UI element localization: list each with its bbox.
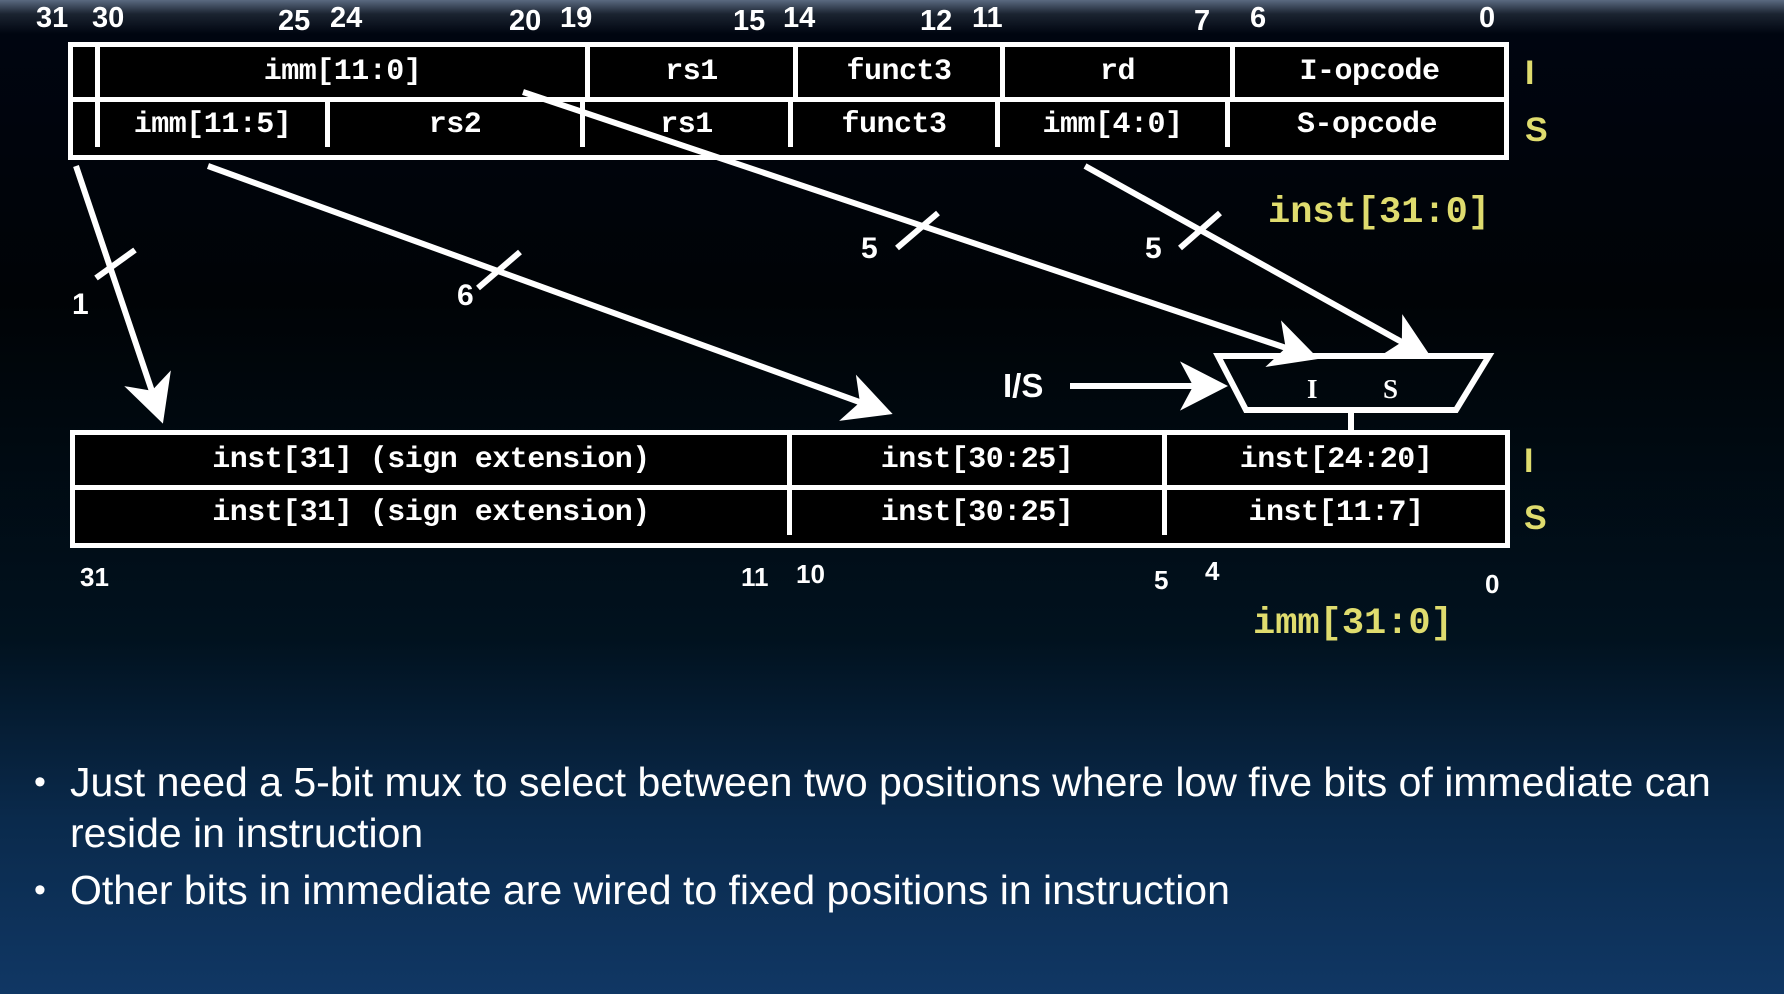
inst-s-rs2-cell: rs2 <box>325 102 580 147</box>
instruction-row-i: imm[11:0] rs1 funct3 rd I-opcode <box>73 47 1504 97</box>
bit-label: 25 <box>278 5 311 37</box>
wire-width-5-a: 5 <box>861 232 878 265</box>
bit-label: 5 <box>1154 565 1169 595</box>
imm-i-low-cell: inst[24:20] <box>1162 435 1505 485</box>
inst-s-immlo-cell: imm[4:0] <box>995 102 1225 147</box>
bit-label: 0 <box>1479 2 1496 34</box>
inst-s-funct3-cell: funct3 <box>788 102 995 147</box>
imm-s-low-cell: inst[11:7] <box>1162 490 1505 535</box>
bullet-item: • Other bits in immediate are wired to f… <box>34 865 1774 916</box>
bit-label: 11 <box>972 2 1003 34</box>
bit-label: 20 <box>509 5 542 37</box>
bit-label: 7 <box>1194 5 1211 37</box>
bit-label: 15 <box>733 5 766 37</box>
bit-label: 31 <box>36 2 69 34</box>
instruction-row-label-i: I <box>1525 54 1535 92</box>
inst-i-funct3-cell: funct3 <box>793 47 1000 97</box>
bit-label: 6 <box>1250 2 1267 34</box>
bit-label: 24 <box>330 2 363 34</box>
immediate-row-i: inst[31] (sign extension) inst[30:25] in… <box>75 435 1505 485</box>
bit-label: 0 <box>1485 569 1500 599</box>
instruction-format-table: imm[11:0] rs1 funct3 rd I-opcode imm[11:… <box>68 42 1509 160</box>
wire-width-1: 1 <box>72 288 89 321</box>
bullet-text: Just need a 5-bit mux to select between … <box>70 759 1711 856</box>
inst-s-bit31-cell <box>73 102 95 147</box>
inst-i-opcode-cell: I-opcode <box>1230 47 1504 97</box>
immediate-row-label-s: S <box>1524 499 1547 537</box>
immediate-format-table: inst[31] (sign extension) inst[30:25] in… <box>70 430 1510 548</box>
immediate-row-label-i: I <box>1524 442 1534 480</box>
bit-label: 19 <box>560 2 593 34</box>
mux-port-s-label: S <box>1383 374 1399 404</box>
bullet-marker: • <box>34 871 46 909</box>
bit-label: 11 <box>741 562 769 592</box>
bullet-marker: • <box>34 763 46 801</box>
bit-label: 10 <box>796 559 825 589</box>
imm-s-3025-cell: inst[30:25] <box>787 490 1162 535</box>
inst-i-bit31-cell <box>73 47 95 97</box>
immediate-row-s: inst[31] (sign extension) inst[30:25] in… <box>75 485 1505 535</box>
bullet-item: • Just need a 5-bit mux to select betwee… <box>34 757 1774 859</box>
inst-s-opcode-cell: S-opcode <box>1225 102 1504 147</box>
mux-trapezoid <box>1213 353 1495 413</box>
instruction-bus-caption: inst[31:0] <box>1268 192 1491 234</box>
wire-width-5-b: 5 <box>1145 232 1162 265</box>
wire-sign-extension <box>73 165 171 424</box>
bit-label: 31 <box>80 562 109 592</box>
instruction-row-label-s: S <box>1525 111 1548 149</box>
immediate-bus-caption: imm[31:0] <box>1253 603 1453 645</box>
wire-imm-high-6bit <box>206 163 893 421</box>
inst-i-rd-cell: rd <box>1000 47 1230 97</box>
bit-label: 12 <box>920 5 953 37</box>
bit-label: 4 <box>1205 556 1220 586</box>
inst-s-immhi-cell: imm[11:5] <box>95 102 325 147</box>
inst-i-imm-cell: imm[11:0] <box>95 47 585 97</box>
imm-i-3025-cell: inst[30:25] <box>787 435 1162 485</box>
mux-select-label: I/S <box>1003 367 1044 404</box>
imm-s-signext-cell: inst[31] (sign extension) <box>75 490 787 535</box>
inst-s-rs1-cell: rs1 <box>580 102 788 147</box>
wire-width-6: 6 <box>457 279 474 312</box>
bullet-list: • Just need a 5-bit mux to select betwee… <box>34 757 1774 922</box>
imm-i-signext-cell: inst[31] (sign extension) <box>75 435 787 485</box>
inst-i-rs1-cell: rs1 <box>585 47 793 97</box>
bit-label: 14 <box>783 2 816 34</box>
bullet-text: Other bits in immediate are wired to fix… <box>70 867 1230 913</box>
instruction-row-s: imm[11:5] rs2 rs1 funct3 imm[4:0] S-opco… <box>73 97 1504 147</box>
bit-label: 30 <box>92 2 125 34</box>
mux-port-i-label: I <box>1307 374 1318 404</box>
